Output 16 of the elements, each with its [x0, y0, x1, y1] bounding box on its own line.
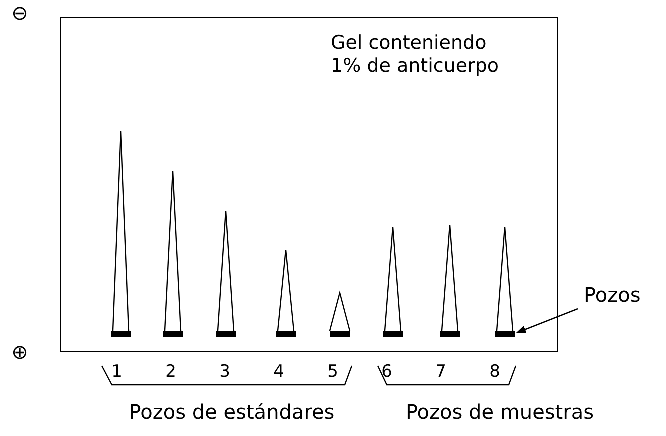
well [495, 331, 515, 337]
lane-number: 5 [328, 362, 338, 382]
group-label: Pozos de muestras [406, 400, 594, 424]
lane-number: 4 [274, 362, 284, 382]
lane-number: 3 [220, 362, 230, 382]
leader-line [516, 308, 578, 334]
lane-number: 6 [382, 362, 392, 382]
polarity-sign: ⊖ [12, 1, 28, 25]
lane-number: 2 [166, 362, 176, 382]
lane-number: 8 [490, 362, 500, 382]
gel-description: Gel conteniendo 1% de anticuerpo [331, 32, 500, 78]
polarity-sign: ⊕ [12, 340, 28, 364]
well-label: Pozos [584, 283, 641, 307]
group-label: Pozos de estándares [129, 400, 335, 424]
lane-number: 7 [436, 362, 446, 382]
lane-number: 1 [112, 362, 122, 382]
